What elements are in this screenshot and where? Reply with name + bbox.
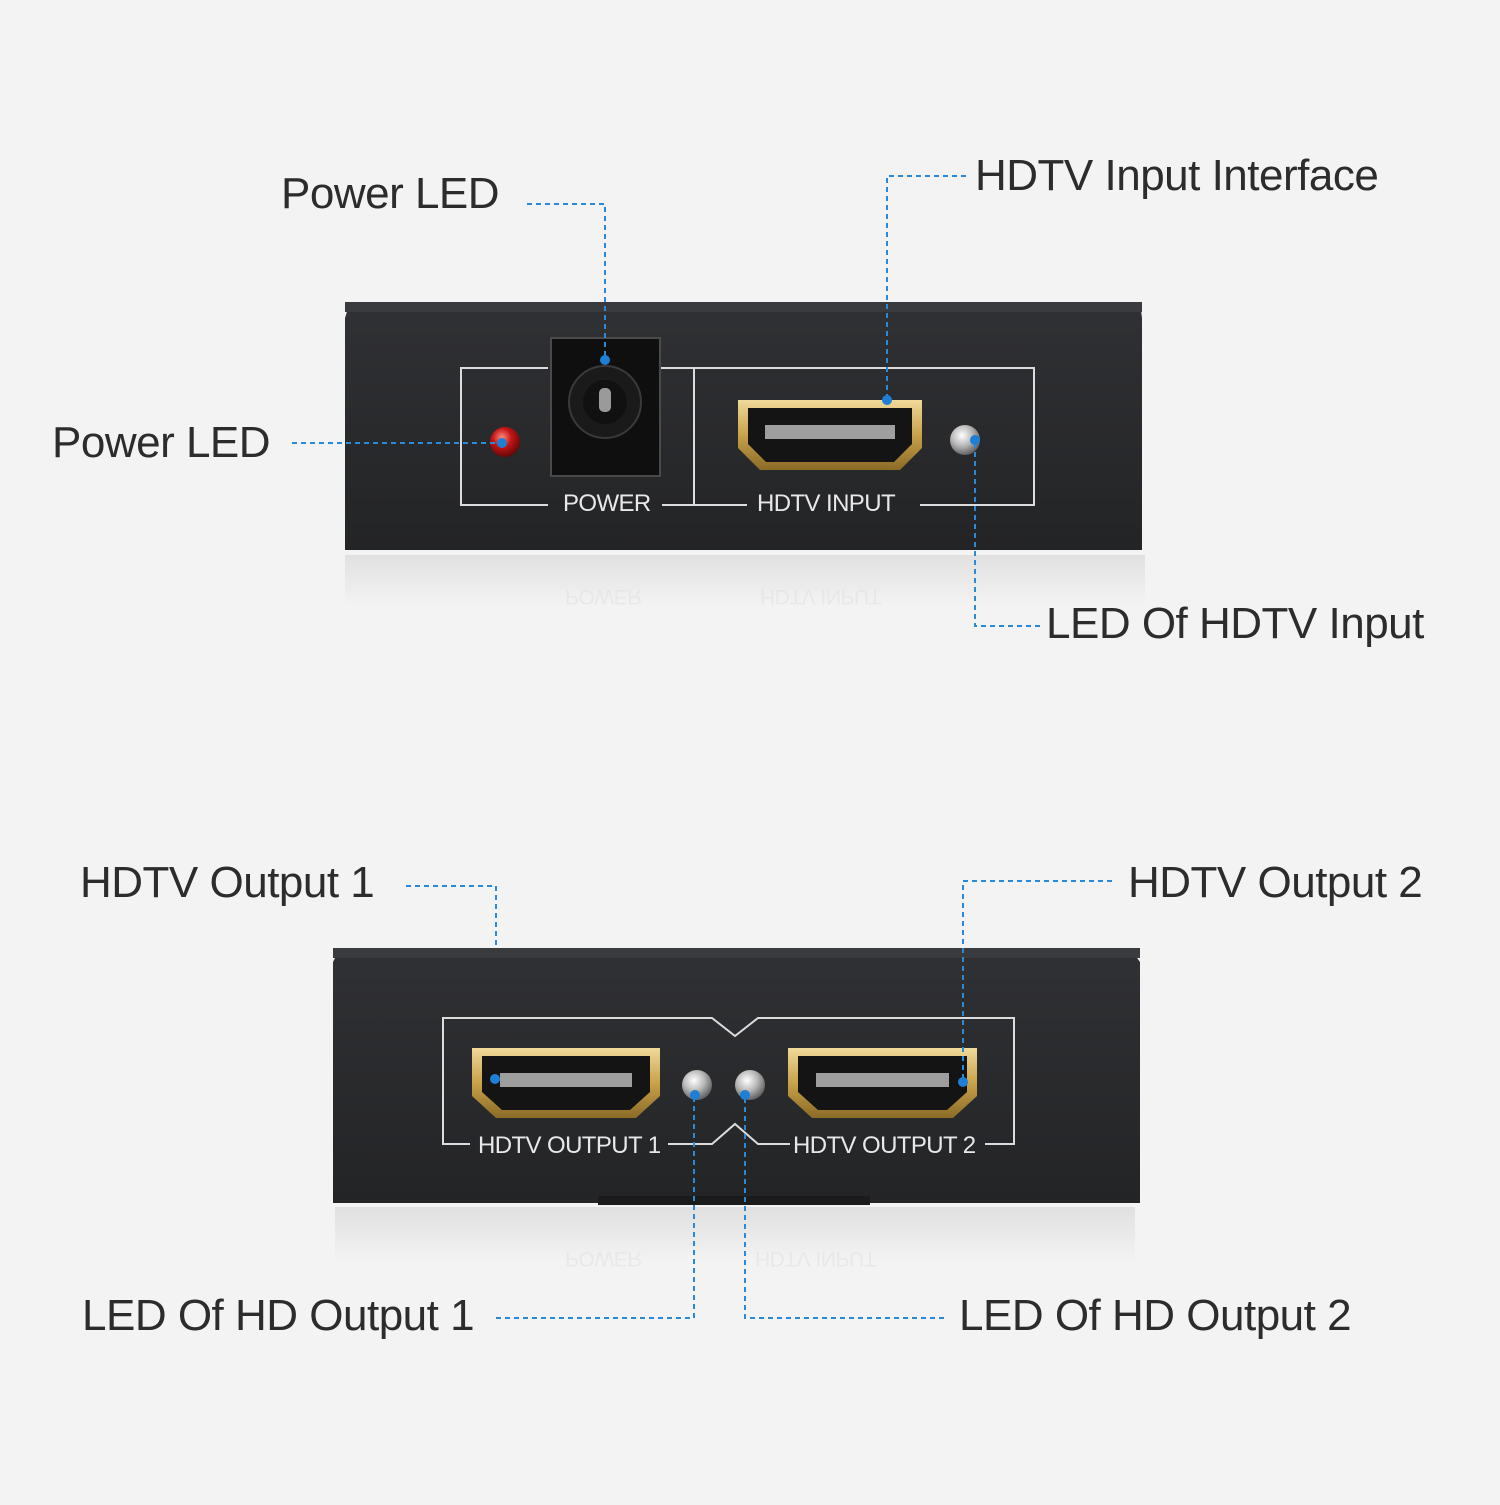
callout-power-led-left: Power LED <box>52 418 271 467</box>
leader-dot-output-1-led <box>690 1090 700 1100</box>
leader-hdtv-output-1 <box>406 885 497 946</box>
leader-dot-output-2-led <box>740 1090 750 1100</box>
leader-led-of-hdtv-input <box>974 442 1040 627</box>
bottom-device-top-edge <box>333 948 1140 958</box>
input-side-device: POWER HDTV INPUT POWER HDTV INPUT <box>345 302 1145 608</box>
top-reflection-power-label: POWER <box>565 585 642 608</box>
bottom-reflection <box>335 1207 1135 1262</box>
bottom-reflection-input-label: HDTV INPUT <box>755 1247 877 1270</box>
top-power-frame-left <box>460 367 548 506</box>
callout-hdtv-output-2: HDTV Output 2 <box>1128 858 1423 907</box>
hdmi-output-1-tongue <box>500 1073 632 1087</box>
leader-power-led-top <box>527 203 606 358</box>
top-device-top-edge <box>345 302 1142 312</box>
panel-label-power: POWER <box>563 490 651 517</box>
top-power-frame-right <box>660 367 695 506</box>
callout-hdtv-input-interface: HDTV Input Interface <box>975 151 1379 200</box>
callout-led-of-hd-output-1: LED Of HD Output 1 <box>82 1291 475 1340</box>
leader-hdtv-output-2 <box>962 880 1112 1080</box>
leader-dot-input-interface <box>882 395 892 405</box>
leader-hdtv-input-interface <box>886 175 966 398</box>
leader-lines <box>292 175 1112 1319</box>
panel-label-hdtv-output-2: HDTV OUTPUT 2 <box>793 1132 976 1159</box>
bottom-device-body <box>333 948 1140 1203</box>
top-reflection <box>345 555 1145 605</box>
leader-dot-output-2 <box>958 1077 968 1087</box>
leader-dot-power-top <box>600 355 610 365</box>
dc-jack-pin-icon <box>599 388 611 412</box>
panel-label-hdtv-output-1: HDTV OUTPUT 1 <box>478 1132 661 1159</box>
callout-led-of-hdtv-input: LED Of HDTV Input <box>1046 599 1424 648</box>
input-led-icon <box>950 425 980 455</box>
hdmi-output-2-tongue <box>816 1073 949 1087</box>
callout-power-led-top: Power LED <box>281 169 500 218</box>
leader-dot-power-left <box>497 438 507 448</box>
bottom-device-foot <box>598 1196 870 1205</box>
callout-hdtv-output-1: HDTV Output 1 <box>80 858 375 907</box>
panel-label-hdtv-input: HDTV INPUT <box>757 490 896 517</box>
callout-led-of-hd-output-2: LED Of HD Output 2 <box>959 1291 1352 1340</box>
leader-dot-output-1 <box>490 1074 500 1084</box>
output-side-device: POWER HDTV INPUT HDTV OUTPUT 1 HDTV OUTP… <box>333 948 1140 1270</box>
leader-dot-input-led <box>970 435 980 445</box>
leader-led-of-hd-output-1 <box>496 1097 695 1319</box>
hdmi-input-tongue <box>765 425 895 439</box>
top-input-frame <box>694 367 1035 506</box>
leader-led-of-hd-output-2 <box>744 1097 944 1319</box>
top-reflection-input-label: HDTV INPUT <box>760 585 882 608</box>
bottom-output-frame <box>442 1017 1015 1145</box>
bottom-reflection-power-label: POWER <box>565 1247 642 1270</box>
output-1-led-icon <box>682 1070 712 1100</box>
bottom-output-frame-notch <box>668 1122 790 1145</box>
output-2-led-icon <box>735 1070 765 1100</box>
